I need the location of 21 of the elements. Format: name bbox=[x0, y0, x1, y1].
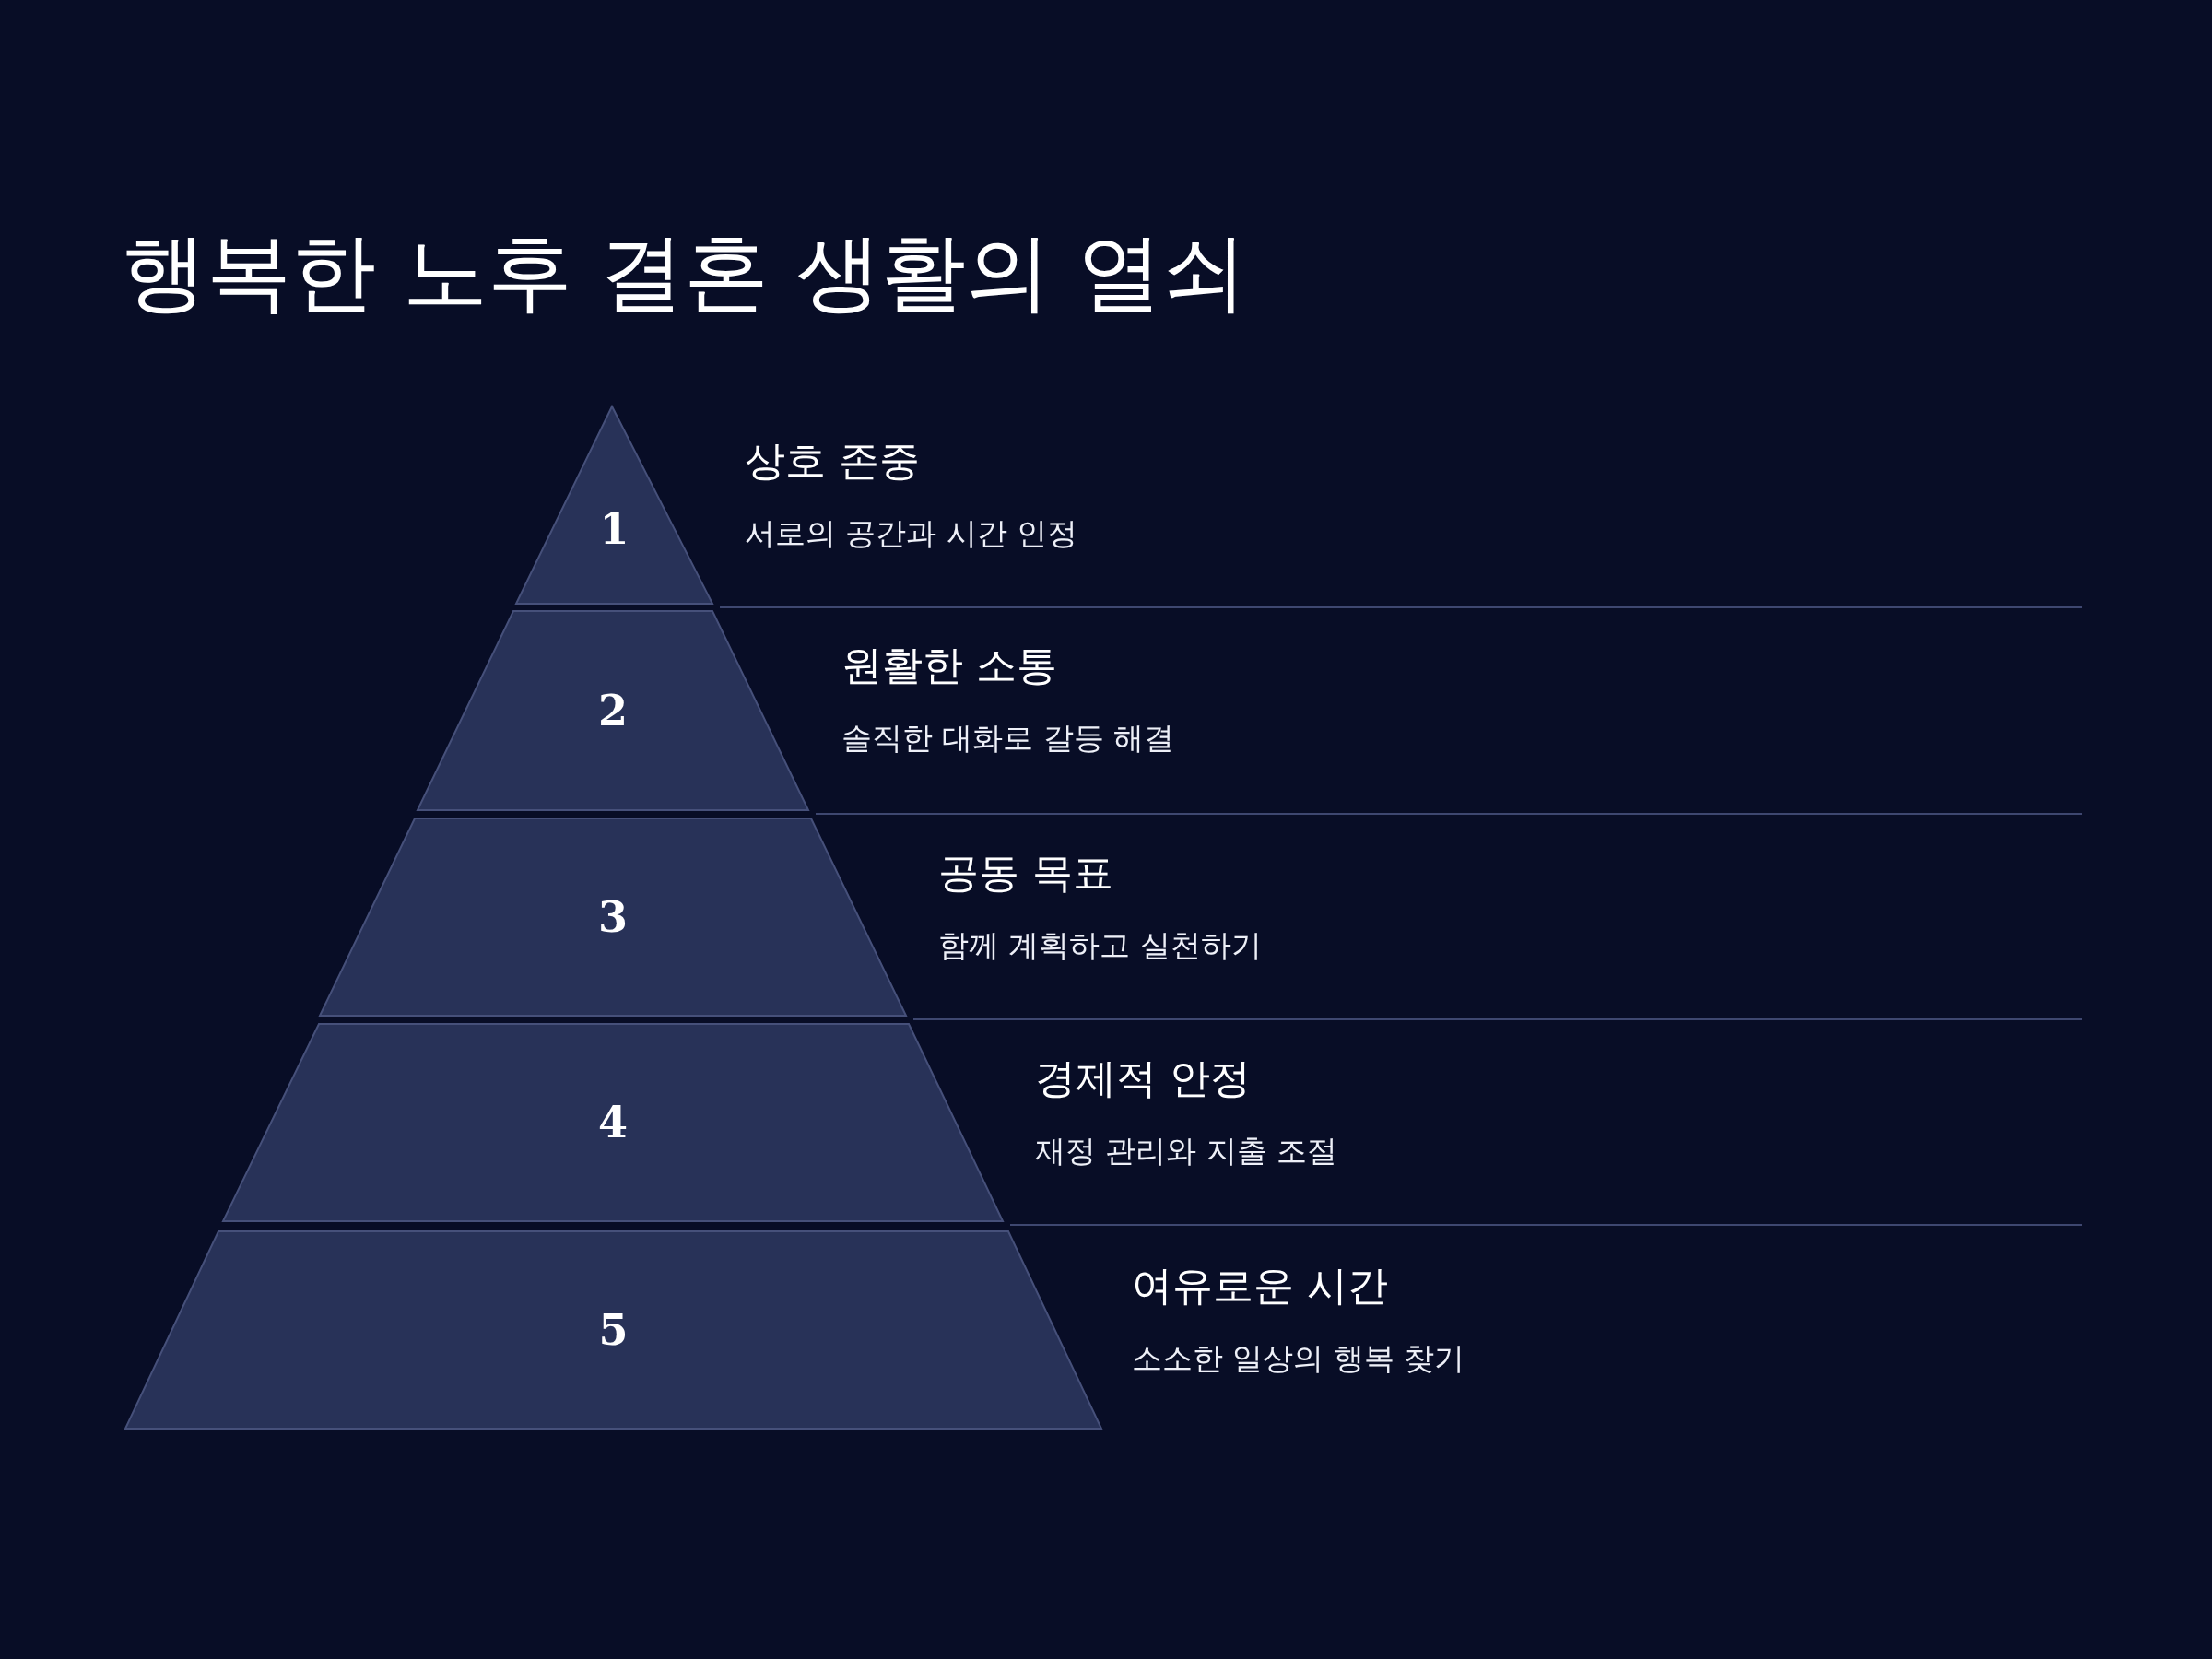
layer-heading: 공동 목표 bbox=[938, 851, 1113, 896]
layer-number: 5 bbox=[597, 1309, 629, 1351]
layer-description: 소소한 일상의 행복 찾기 bbox=[1132, 1342, 1465, 1376]
layer-heading: 원활한 소통 bbox=[841, 643, 1057, 688]
layer-heading: 여유로운 시간 bbox=[1132, 1264, 1388, 1309]
layer-number: 3 bbox=[597, 896, 629, 938]
pyramid-layer bbox=[125, 1231, 1101, 1429]
layer-description: 솔직한 대화로 갈등 해결 bbox=[841, 722, 1175, 756]
layer-heading: 경제적 안정 bbox=[1035, 1056, 1251, 1101]
pyramid-layer bbox=[418, 611, 808, 810]
pyramid-layer bbox=[516, 406, 712, 604]
layer-description: 서로의 공간과 시간 인정 bbox=[745, 517, 1078, 551]
pyramid-layer bbox=[223, 1024, 1003, 1221]
layer-description: 재정 관리와 지출 조절 bbox=[1035, 1135, 1338, 1169]
layer-heading: 상호 존중 bbox=[745, 439, 920, 484]
layer-number: 1 bbox=[598, 507, 630, 550]
pyramid-layer bbox=[320, 818, 906, 1016]
layer-number: 4 bbox=[597, 1101, 629, 1144]
layer-number: 2 bbox=[597, 689, 629, 732]
layer-description: 함께 계획하고 실천하기 bbox=[938, 929, 1262, 963]
title: 행복한 노후 결혼 생활의 열쇠 bbox=[122, 226, 1247, 320]
